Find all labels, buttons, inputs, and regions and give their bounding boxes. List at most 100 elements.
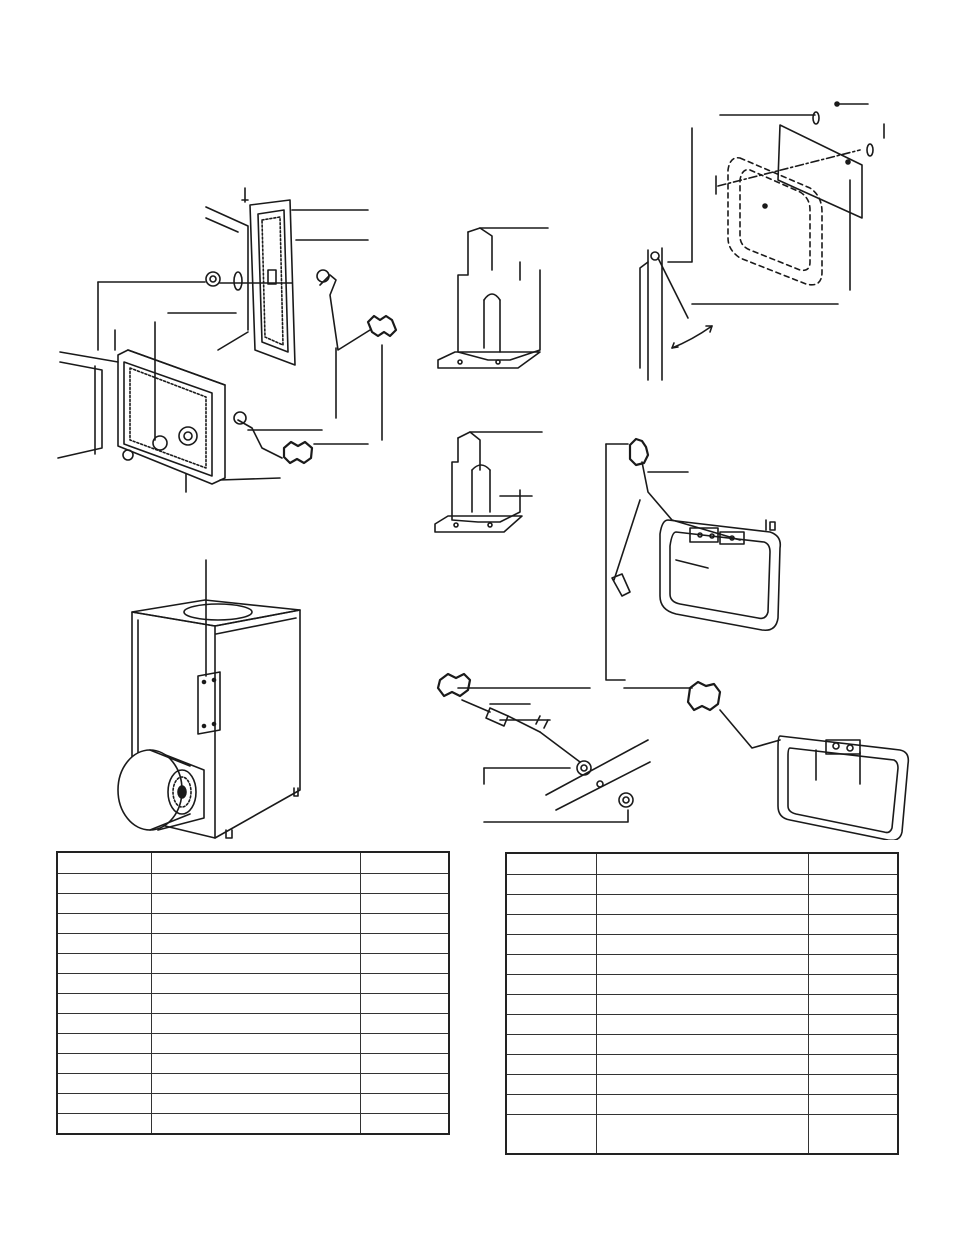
exploded-parts-diagram (57, 101, 910, 840)
table-cell (506, 1094, 597, 1115)
table-cell (57, 873, 152, 894)
table-cell (360, 1053, 449, 1074)
table-cell (596, 994, 809, 1015)
table-header-row (506, 853, 898, 875)
table-row (57, 913, 449, 934)
table-cell (596, 914, 809, 935)
table-cell (808, 994, 898, 1015)
table-cell (360, 933, 449, 954)
table-cell (151, 953, 361, 974)
table-cell (808, 1014, 898, 1035)
bracket-lower (434, 431, 543, 533)
inner-door-handle-assembly (605, 437, 782, 681)
table-cell (506, 894, 597, 915)
table-cell (506, 974, 597, 995)
table-cell (596, 1014, 809, 1035)
table-row (506, 1074, 898, 1095)
table-cell (808, 894, 898, 915)
table-row (506, 1114, 898, 1154)
table-cell (808, 1034, 898, 1055)
table-cell (360, 1073, 449, 1094)
table-cell (57, 1053, 152, 1074)
parts-list-table-left (56, 851, 450, 1135)
table-cell (596, 1114, 809, 1154)
header-cell (808, 853, 898, 875)
header-cell (360, 852, 449, 874)
table-cell (808, 914, 898, 935)
table-cell (808, 1114, 898, 1154)
table-cell (57, 1093, 152, 1114)
table-row (506, 1034, 898, 1055)
table-cell (506, 1074, 597, 1095)
table-cell (596, 874, 809, 895)
table-cell (360, 1093, 449, 1114)
table-cell (808, 1094, 898, 1115)
table-cell (596, 1054, 809, 1075)
table-cell (360, 1113, 449, 1134)
table-cell (808, 934, 898, 955)
table-row (506, 1054, 898, 1075)
table-row (57, 873, 449, 894)
adjusting-rod-assembly (436, 672, 651, 823)
table-row (57, 1013, 449, 1034)
table-cell (596, 1034, 809, 1055)
table-row (57, 893, 449, 914)
table-row (57, 993, 449, 1014)
table-cell (506, 934, 597, 955)
table-cell (360, 953, 449, 974)
table-cell (506, 994, 597, 1015)
observation-door-assembly-lower (57, 281, 369, 493)
table-cell (506, 914, 597, 935)
table-cell (596, 954, 809, 975)
table-row (506, 914, 898, 935)
table-row (506, 874, 898, 895)
table-row (506, 934, 898, 955)
table-cell (57, 1113, 152, 1134)
table-cell (151, 1073, 361, 1094)
table-row (57, 933, 449, 954)
table-cell (151, 1093, 361, 1114)
table-cell (151, 973, 361, 994)
table-row (57, 1033, 449, 1054)
table-cell (57, 973, 152, 994)
table-cell (57, 1073, 152, 1094)
table-row (57, 1093, 449, 1114)
table-cell (151, 933, 361, 954)
table-row (57, 953, 449, 974)
table-cell (151, 873, 361, 894)
table-cell (360, 1033, 449, 1054)
table-cell (506, 1114, 597, 1154)
table-cell (808, 874, 898, 895)
table-cell (360, 973, 449, 994)
table-cell (57, 893, 152, 914)
bracket-upper (437, 227, 549, 369)
table-cell (151, 1033, 361, 1054)
table-row (506, 1094, 898, 1115)
table-cell (151, 893, 361, 914)
table-cell (151, 1113, 361, 1134)
header-cell (506, 853, 597, 875)
table-cell (360, 1013, 449, 1034)
table-cell (506, 1014, 597, 1035)
table-cell (57, 1013, 152, 1034)
table-cell (596, 1094, 809, 1115)
table-cell (360, 913, 449, 934)
table-row (506, 1014, 898, 1035)
table-cell (596, 894, 809, 915)
table-cell (808, 1054, 898, 1075)
table-cell (506, 1034, 597, 1055)
table-row (506, 974, 898, 995)
table-cell (506, 1054, 597, 1075)
furnace-cabinet-illustration (117, 559, 301, 839)
observation-door-assembly-upper (167, 187, 398, 441)
table-cell (57, 913, 152, 934)
table-cell (808, 954, 898, 975)
table-cell (596, 974, 809, 995)
table-cell (151, 1013, 361, 1034)
table-row (57, 1053, 449, 1074)
access-panel-assembly (639, 101, 885, 381)
table-cell (151, 913, 361, 934)
table-cell (57, 993, 152, 1014)
table-row (506, 954, 898, 975)
table-cell (360, 893, 449, 914)
